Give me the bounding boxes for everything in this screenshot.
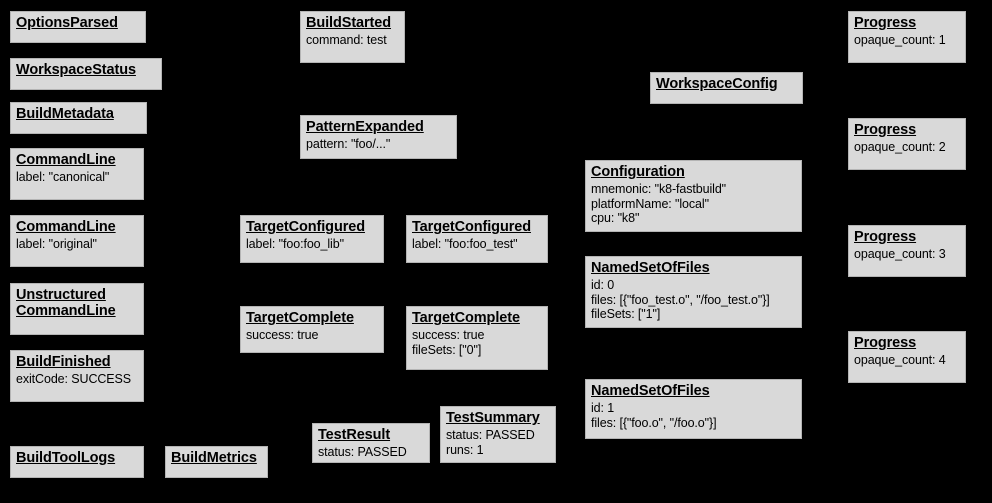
node-attributes: label: "original" bbox=[16, 237, 138, 252]
node-title: TargetConfigured bbox=[246, 219, 365, 235]
node-title: BuildFinished bbox=[16, 354, 111, 370]
node-title: TargetComplete bbox=[246, 310, 354, 326]
node-title: PatternExpanded bbox=[306, 119, 424, 135]
node-build-metadata[interactable]: BuildMetadata bbox=[10, 102, 147, 134]
node-title: TargetComplete bbox=[412, 310, 520, 326]
node-title: BuildMetrics bbox=[171, 450, 257, 466]
node-attributes: opaque_count: 2 bbox=[854, 140, 960, 155]
node-attribute: fileSets: ["0"] bbox=[412, 342, 482, 357]
node-attributes: label: "canonical" bbox=[16, 170, 138, 185]
node-title: BuildMetadata bbox=[16, 106, 114, 122]
node-attribute: id: 0 bbox=[591, 277, 615, 292]
node-attribute: success: true bbox=[246, 327, 319, 342]
node-workspace-status[interactable]: WorkspaceStatus bbox=[10, 58, 162, 90]
node-title: BuildToolLogs bbox=[16, 450, 116, 466]
node-workspace-config[interactable]: WorkspaceConfig bbox=[650, 72, 803, 104]
node-title: TestSummary bbox=[446, 410, 540, 426]
node-title: NamedSetOfFiles bbox=[591, 383, 710, 399]
node-attributes: opaque_count: 4 bbox=[854, 353, 960, 368]
node-title: NamedSetOfFiles bbox=[591, 260, 710, 276]
node-attributes: status: PASSED bbox=[318, 445, 424, 460]
node-title: Configuration bbox=[591, 164, 685, 180]
node-attributes: command: test bbox=[306, 33, 399, 48]
node-attribute: status: PASSED bbox=[318, 444, 407, 459]
node-attribute: mnemonic: "k8-fastbuild" bbox=[591, 181, 727, 196]
node-title: Progress bbox=[854, 122, 917, 138]
node-attribute: exitCode: SUCCESS bbox=[16, 371, 132, 386]
node-attribute: id: 1 bbox=[591, 400, 615, 415]
node-attribute: opaque_count: 1 bbox=[854, 32, 946, 47]
node-attributes: mnemonic: "k8-fastbuild"platformName: "l… bbox=[591, 182, 796, 226]
node-build-tool-logs[interactable]: BuildToolLogs bbox=[10, 446, 144, 478]
node-title-line: Unstructured bbox=[16, 287, 106, 303]
node-attribute: command: test bbox=[306, 32, 387, 47]
node-attribute: runs: 1 bbox=[446, 442, 484, 457]
node-attribute: pattern: "foo/..." bbox=[306, 136, 391, 151]
node-attribute: label: "foo:foo_lib" bbox=[246, 236, 344, 251]
node-attribute: platformName: "local" bbox=[591, 196, 709, 211]
node-title: BuildStarted bbox=[306, 15, 392, 31]
node-attributes: pattern: "foo/..." bbox=[306, 137, 451, 152]
node-title: OptionsParsed bbox=[16, 15, 118, 31]
node-title-line: CommandLine bbox=[16, 303, 116, 320]
node-attribute: cpu: "k8" bbox=[591, 211, 640, 226]
node-build-metrics[interactable]: BuildMetrics bbox=[165, 446, 268, 478]
node-attributes: label: "foo:foo_test" bbox=[412, 237, 542, 252]
node-attribute: label: "original" bbox=[16, 236, 97, 251]
node-attribute: files: [{"foo.o", "/foo.o"}] bbox=[591, 415, 717, 430]
node-title: CommandLine bbox=[16, 152, 116, 168]
node-attribute: success: true bbox=[412, 327, 485, 342]
node-title: Progress bbox=[854, 335, 917, 351]
node-attributes: success: true bbox=[246, 328, 378, 343]
node-title: Progress bbox=[854, 229, 917, 245]
node-attribute: status: PASSED bbox=[446, 427, 535, 442]
node-title: TestResult bbox=[318, 427, 391, 443]
node-title: TargetConfigured bbox=[412, 219, 531, 235]
node-title: WorkspaceStatus bbox=[16, 62, 136, 78]
node-attribute: fileSets: ["1"] bbox=[591, 307, 661, 322]
node-attribute: opaque_count: 3 bbox=[854, 246, 946, 261]
node-attributes: opaque_count: 1 bbox=[854, 33, 960, 48]
node-attribute: opaque_count: 2 bbox=[854, 139, 946, 154]
node-options-parsed[interactable]: OptionsParsed bbox=[10, 11, 146, 43]
node-attribute: opaque_count: 4 bbox=[854, 352, 946, 367]
node-title: Progress bbox=[854, 15, 917, 31]
node-attributes: exitCode: SUCCESS bbox=[16, 372, 138, 387]
node-attribute: label: "foo:foo_test" bbox=[412, 236, 518, 251]
node-attribute: files: [{"foo_test.o", "/foo_test.o"}] bbox=[591, 292, 770, 307]
node-attributes: label: "foo:foo_lib" bbox=[246, 237, 378, 252]
node-attributes: opaque_count: 3 bbox=[854, 247, 960, 262]
node-attribute: label: "canonical" bbox=[16, 169, 110, 184]
node-title: WorkspaceConfig bbox=[656, 76, 778, 92]
node-title: CommandLine bbox=[16, 219, 116, 235]
